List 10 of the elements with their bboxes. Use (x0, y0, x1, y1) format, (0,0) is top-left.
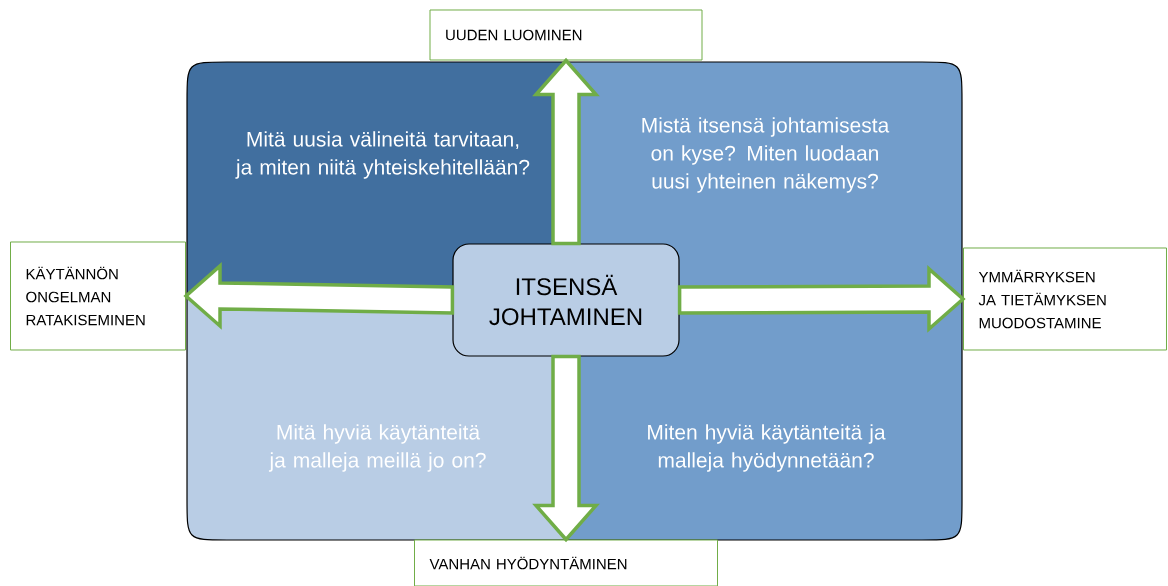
block-arrow (532, 354, 600, 543)
block-arrow (677, 265, 966, 333)
label-box: UUDEN LUOMINEN (429, 9, 703, 61)
label-box: VANHAN HYÖDYNTÄMINEN (414, 539, 718, 586)
node-label: VANHAN HYÖDYNTÄMINEN (429, 556, 627, 570)
label-box: YMMÄRRYKSEN JA TIETÄMYKSEN MUODOSTAMINE (963, 247, 1167, 351)
center-box: ITSENSÄ JOHTAMINEN (452, 243, 680, 357)
block-arrow (183, 262, 455, 330)
label-box: KÄYTÄNNÖN ONGELMAN RATAKISEMINEN (10, 241, 186, 351)
block-arrow (532, 57, 600, 246)
